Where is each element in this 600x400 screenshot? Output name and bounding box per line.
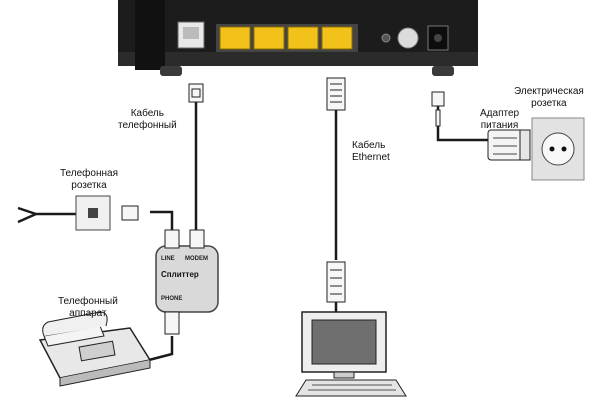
label-cable-phone: Кабель телефонный (118, 108, 177, 132)
telephone (38, 311, 152, 387)
power-adapter (487, 129, 531, 161)
label-cable-ethernet-line1: Кабель (352, 140, 386, 151)
label-power-outlet-line2: розетка (531, 98, 567, 109)
label-cable-ethernet: Кабель Ethernet (352, 140, 390, 164)
label-cable-ethernet-line2: Ethernet (352, 152, 390, 163)
label-phone-outlet: Телефонная розетка (60, 168, 118, 192)
label-power-adapter-line2: питания (480, 120, 519, 131)
reset-button (381, 33, 391, 43)
computer (295, 311, 407, 397)
label-power-outlet-line1: Электрическая (514, 86, 584, 97)
dsl-cable-plug (188, 83, 204, 103)
ethernet-plug-top (326, 77, 346, 111)
label-phone-set-line1: Телефонный (58, 296, 118, 307)
power-plug (431, 91, 445, 127)
label-power-adapter-line1: Адаптер (480, 108, 520, 119)
label-phone-outlet-line1: Телефонная (60, 168, 118, 179)
label-phone-outlet-line2: розетка (71, 180, 107, 191)
ethernet-plug-bottom (326, 261, 346, 303)
splitter-port-phone-label: PHONE (161, 296, 183, 302)
splitter (155, 229, 219, 335)
label-power-adapter: Адаптер питания (480, 108, 519, 132)
splitter-name: Сплиттер (161, 270, 199, 279)
power-button (397, 27, 419, 49)
label-power-outlet: Электрическая розетка (514, 86, 584, 110)
label-phone-set-line2: аппарат (69, 308, 107, 319)
label-phone-set: Телефонный аппарат (58, 296, 118, 320)
phone-outlet (75, 195, 139, 231)
splitter-port-modem-label: MODEM (185, 256, 208, 262)
label-cable-phone-line2: телефонный (118, 120, 177, 131)
splitter-port-line-label: LINE (161, 256, 175, 262)
router (118, 0, 478, 76)
lan-ports (216, 24, 358, 52)
label-cable-phone-line1: Кабель (130, 108, 164, 119)
electric-outlet (531, 117, 585, 181)
